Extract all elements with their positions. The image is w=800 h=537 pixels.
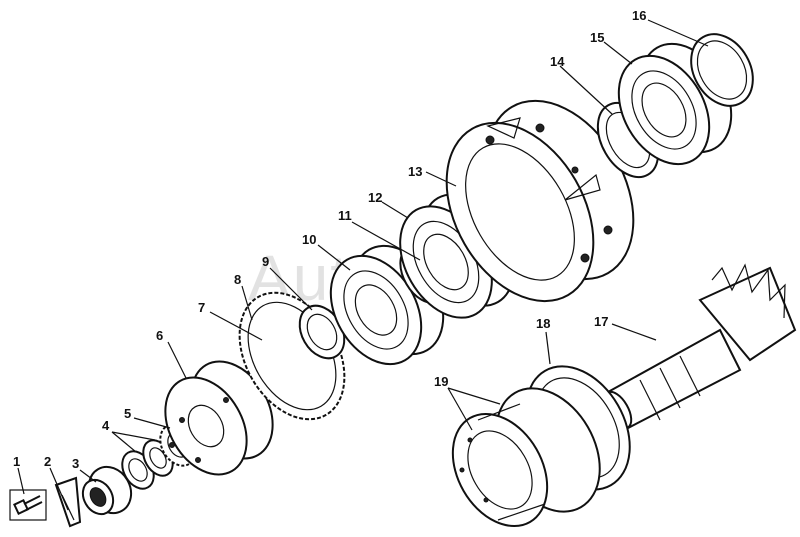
part-19-roller-bearing <box>451 387 601 528</box>
leader-lines <box>17 19 709 511</box>
part-4-washers <box>121 439 174 490</box>
callout-11: 11 <box>338 208 352 223</box>
callout-14: 14 <box>550 54 565 69</box>
callout-4: 4 <box>102 418 110 433</box>
callout-15: 15 <box>590 30 604 45</box>
callout-8: 8 <box>234 272 241 287</box>
callout-17: 17 <box>594 314 608 329</box>
part-13-housing <box>445 99 635 303</box>
part-6-flange <box>164 360 274 476</box>
callout-5: 5 <box>124 406 131 421</box>
callout-2: 2 <box>44 454 51 469</box>
callout-3: 3 <box>72 456 79 471</box>
part-3-nut <box>81 465 133 516</box>
callout-9: 9 <box>262 254 269 269</box>
callout-18: 18 <box>536 316 550 331</box>
callout-16: 16 <box>632 8 646 23</box>
part-2-lock-plate <box>54 476 82 528</box>
part-16-seal-ring <box>690 33 754 107</box>
callout-12: 12 <box>368 190 382 205</box>
callout-7: 7 <box>198 300 205 315</box>
callout-1: 1 <box>13 454 20 469</box>
callout-labels: 1 2 3 4 5 6 7 8 9 10 11 12 13 14 15 16 1… <box>13 8 646 471</box>
part-1-bolt <box>9 489 47 521</box>
callout-13: 13 <box>408 164 422 179</box>
part-9-ring <box>298 304 346 360</box>
callout-6: 6 <box>156 328 163 343</box>
part-17-pinion-shaft <box>603 263 797 430</box>
callout-19: 19 <box>434 374 448 389</box>
callout-10: 10 <box>302 232 316 247</box>
